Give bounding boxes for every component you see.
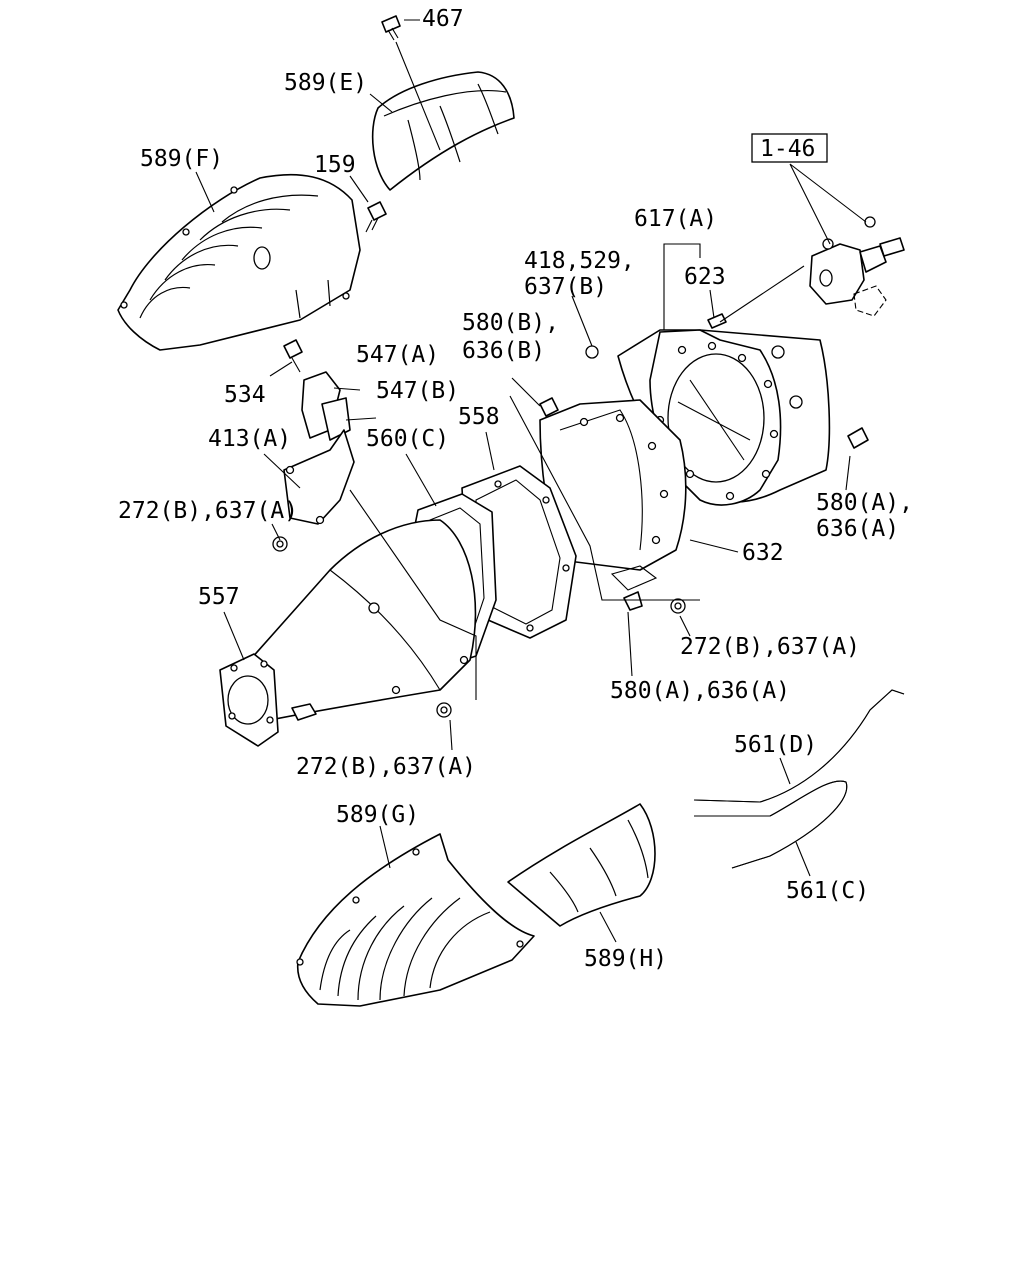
dpf-center-can-632 [539, 399, 687, 591]
callout-580a-right-1: 580(A), [816, 490, 913, 516]
ref-box-1-46 [751, 133, 828, 163]
bracket-547b [321, 397, 351, 441]
bolt-467 [381, 15, 401, 41]
callout-1-46: 1-46 [760, 136, 815, 162]
nut-272b-left [272, 536, 288, 552]
nut-418 [585, 345, 599, 359]
pipe-561c [694, 780, 848, 869]
callout-617a: 617(A) [634, 206, 717, 232]
nut-272b-bottom [436, 702, 452, 718]
callout-580a-bottom: 580(A),636(A) [610, 678, 790, 704]
callout-413a: 413(A) [208, 426, 291, 452]
pipe-561d [693, 689, 905, 803]
callout-558: 558 [458, 404, 500, 430]
callout-589g: 589(G) [336, 802, 419, 828]
heat-shield-589f [117, 173, 361, 351]
bolt-534 [283, 339, 303, 373]
heat-shield-589h [507, 803, 656, 927]
callout-557: 557 [198, 584, 240, 610]
callout-632: 632 [742, 540, 784, 566]
callout-637b: 637(B) [524, 274, 607, 300]
callout-561d: 561(D) [734, 732, 817, 758]
callout-589f: 589(F) [140, 146, 223, 172]
callout-623: 623 [684, 264, 726, 290]
callout-560c: 560(C) [366, 426, 449, 452]
sensor-assembly-1-46 [751, 133, 905, 317]
callout-467: 467 [422, 6, 464, 32]
heat-shield-589e [371, 71, 515, 191]
callout-272b-right: 272(B),637(A) [680, 634, 860, 660]
heat-shield-589g [296, 833, 535, 1007]
bracket-413a [283, 429, 355, 525]
bolt-580b [539, 397, 559, 417]
callout-272b-bottom: 272(B),637(A) [296, 754, 476, 780]
callout-580b: 580(B), [462, 310, 559, 336]
callout-418: 418,529, [524, 248, 635, 274]
callout-580a-right-2: 636(A) [816, 516, 899, 542]
callout-547a: 547(A) [356, 342, 439, 368]
callout-589e: 589(E) [284, 70, 367, 96]
callout-589h: 589(H) [584, 946, 667, 972]
bolt-580a-bottom [623, 591, 643, 611]
callout-561c: 561(C) [786, 878, 869, 904]
bolt-580a-right [847, 427, 869, 449]
callout-534: 534 [224, 382, 266, 408]
inlet-cone-557 [219, 519, 477, 747]
bolt-159 [365, 201, 387, 233]
callout-159: 159 [314, 152, 356, 178]
pin-623 [707, 313, 727, 329]
nut-272b-right [670, 598, 686, 614]
callout-272b-left: 272(B),637(A) [118, 498, 298, 524]
callout-636b: 636(B) [462, 338, 545, 364]
callout-547b: 547(B) [376, 378, 459, 404]
leader-lines [195, 19, 867, 943]
